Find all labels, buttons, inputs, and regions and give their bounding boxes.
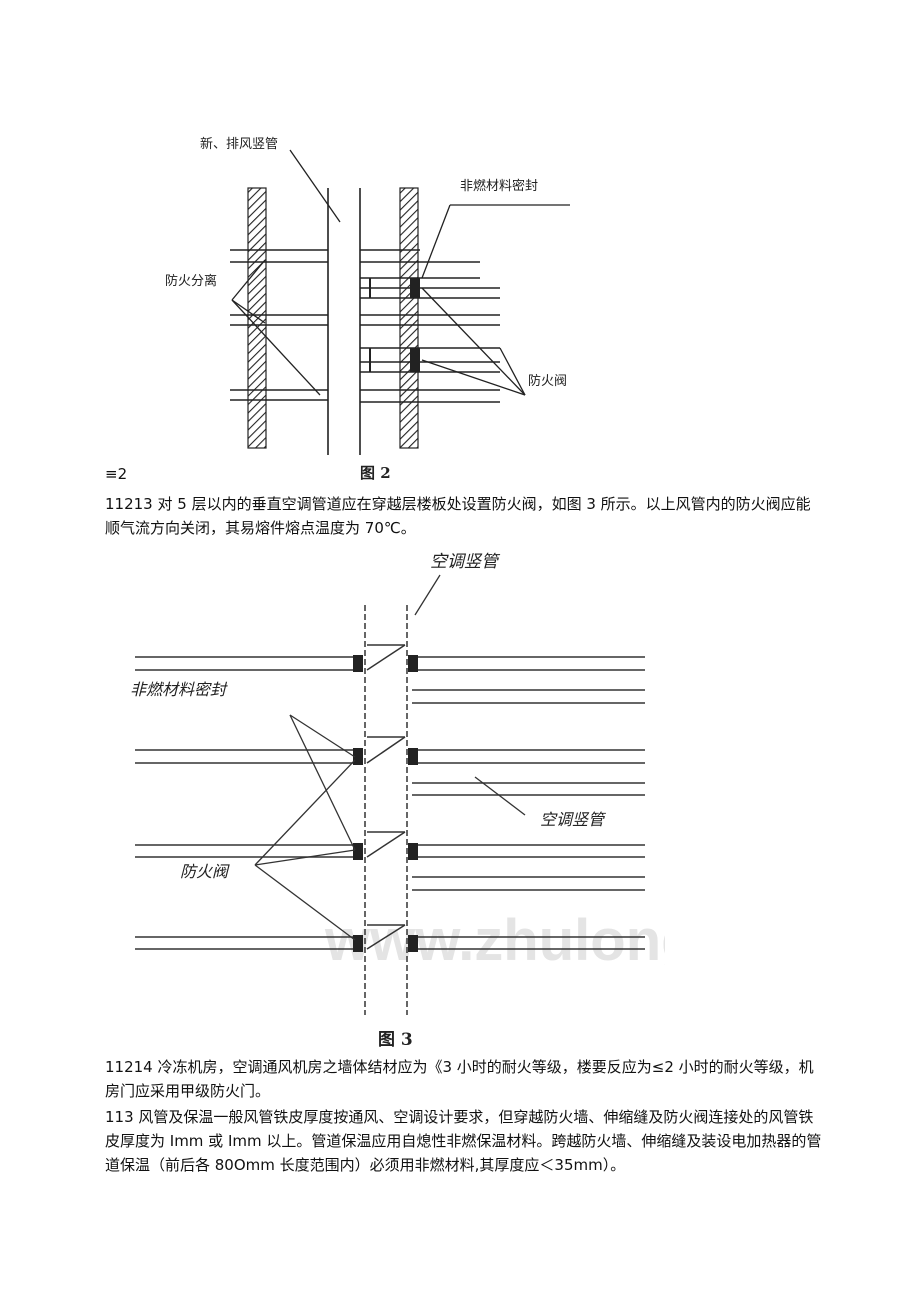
paragraph-113: 113 风管及保温一般风管铁皮厚度按通风、空调设计要求，但穿越防火墙、伸缩缝及防… <box>105 1108 822 1174</box>
paragraph-11213: 11213 对 5 层以内的垂直空调管道应在穿越层楼板处设置防火阀，如图 3 所… <box>105 495 811 537</box>
label-seal: 非燃材料密封 <box>130 680 228 699</box>
figure-2: 新、排风竖管 非燃材料密封 防火分离 防火阀 图 2 <box>160 110 600 490</box>
label-duct-right: 空调竖管 <box>540 810 607 829</box>
paragraph-11214: 11214 冷冻机房，空调通风机房之墙体结材应为《3 小时的耐火等级，楼要反应为… <box>105 1058 814 1100</box>
label-seal: 非燃材料密封 <box>460 178 538 194</box>
figure-ref: ≡2 <box>105 465 128 483</box>
label-damper: 防火阀 <box>528 373 567 389</box>
watermark: www.zhulong <box>324 908 665 973</box>
figure-3: www.zhulong 空调竖管 非燃材料密封 <box>125 545 665 1050</box>
figure-3-caption: 图 3 <box>378 1030 413 1050</box>
figure-2-caption: 图 2 <box>360 464 391 482</box>
label-damper: 防火阀 <box>180 862 230 881</box>
label-separation: 防火分离 <box>165 273 217 289</box>
label-duct-top: 空调竖管 <box>430 552 501 572</box>
label-pipe: 新、排风竖管 <box>200 136 278 152</box>
